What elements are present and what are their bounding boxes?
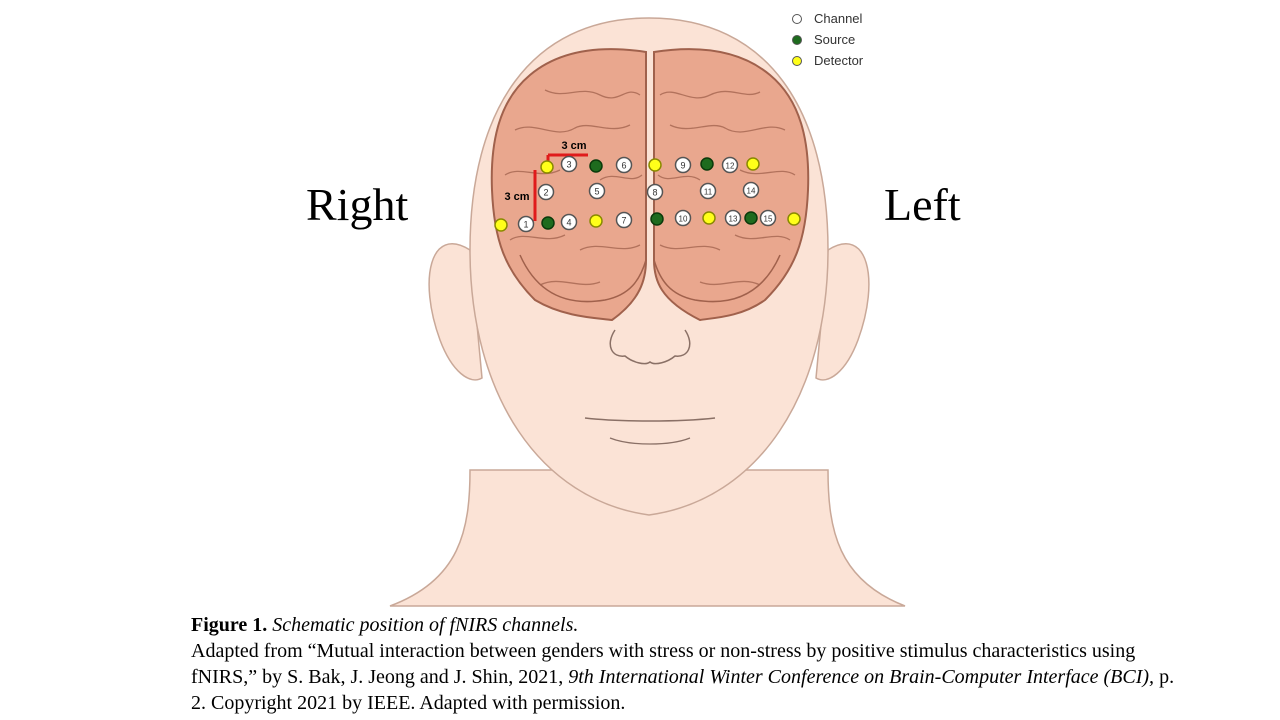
channel-number: 3 [566,160,571,170]
channel-number: 10 [679,215,688,224]
citation-suffix: p. 2. Copyright 2021 by IEEE. Adapted wi… [191,666,1175,714]
detector-optode [787,212,801,226]
channel-number: 11 [704,188,713,197]
channel-marker [674,209,692,227]
brain-right-hemisphere [490,48,647,322]
channel-marker [646,183,664,201]
channel-marker [674,156,692,174]
channel-number: 8 [652,188,657,198]
channel-marker [537,183,555,201]
channel-dot-icon [792,13,802,24]
source-optode [541,216,555,230]
channel-marker [517,215,535,233]
brain-right-lower-lobe [519,254,647,303]
legend-item-source: Source [792,29,863,50]
figure-title: Schematic position of fNIRS channels. [272,614,579,636]
right-side-label: Right [306,179,409,230]
channel-marker [721,156,739,174]
brain-left-lower-lobe [653,254,781,303]
channel-number: 15 [764,215,773,224]
channel-number: 12 [726,162,735,171]
source-dot-icon [792,34,802,45]
channel-number: 14 [747,187,756,196]
citation-prefix: Adapted from “Mutual interaction between… [191,640,1136,688]
source-optode [589,159,603,173]
legend-item-channel: Channel [792,8,863,29]
detector-optode [589,214,603,228]
figure-label: Figure 1. [191,614,268,636]
legend-item-detector: Detector [792,50,863,71]
citation-venue: 9th International Winter Conference on B… [568,666,1155,688]
channel-number: 9 [680,161,685,171]
channel-marker [615,211,633,229]
detector-optode [540,160,554,174]
channel-number: 13 [729,215,738,224]
legend: Channel Source Detector [792,8,863,71]
neck [389,469,906,607]
nose [609,329,691,365]
lower-lip [609,437,691,445]
channel-marker [615,156,633,174]
detector-optode [648,158,662,172]
channel-marker [560,213,578,231]
detector-dot-icon [792,55,802,66]
mouth [584,417,716,422]
channel-marker [588,182,606,200]
left-ear [815,243,870,381]
channel-marker [759,209,777,227]
source-optode [700,157,714,171]
channel-marker [742,181,760,199]
detector-optode [494,218,508,232]
measure-label-horizontal: 3 cm [561,140,586,152]
channel-number: 5 [594,187,599,197]
source-optode [650,212,664,226]
detector-optode [746,157,760,171]
detector-optode [702,211,716,225]
channel-number: 4 [566,218,571,228]
measure-label-vertical: 3 cm [504,191,529,203]
brain-left-hemisphere [653,48,810,322]
channel-number: 6 [621,161,626,171]
channel-number: 7 [621,216,626,226]
channel-number: 1 [523,220,528,230]
channel-marker [560,155,578,173]
brain-gyri [504,89,796,286]
legend-label: Channel [814,11,863,26]
legend-label: Source [814,32,856,47]
source-optode [744,211,758,225]
channel-marker [699,182,717,200]
channel-number: 2 [543,188,548,198]
channel-marker [724,209,742,227]
legend-label: Detector [814,53,864,68]
figure-caption: Figure 1. Schematic position of fNIRS ch… [191,612,1191,716]
left-side-label: Left [884,179,961,230]
right-ear [428,243,483,381]
